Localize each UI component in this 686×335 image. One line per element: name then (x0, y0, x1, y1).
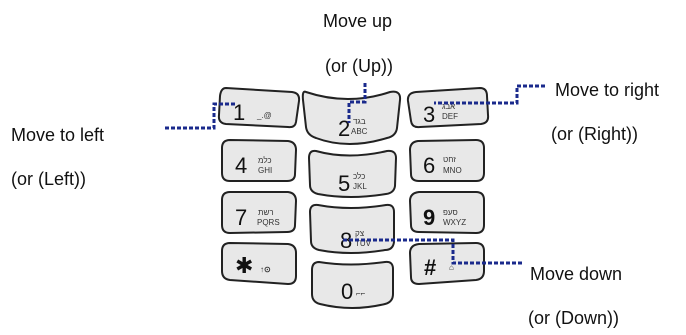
key-6-hebrew: זחט (443, 155, 456, 164)
move-left-alt-label: (or (Left)) (11, 169, 87, 189)
move-down-alt-label: (or (Down)) (528, 308, 620, 328)
key-9-letters: WXYZ (443, 218, 466, 227)
key-6-number: 6 (423, 153, 435, 178)
key-6-letters: MNO (443, 166, 462, 175)
key-7-hebrew: רשת (258, 208, 274, 217)
key-3[interactable]: 3 אבג DEF (406, 86, 490, 129)
move-down-label: Move down (530, 264, 623, 284)
key-star-letters: ↑⊙ (260, 265, 271, 274)
key-hash-letters: ⌂ (449, 263, 454, 272)
move-up-alt-label: (or (Up)) (325, 56, 393, 76)
key-7-letters: PQRS (257, 218, 280, 227)
key-star[interactable]: ✱ ↑⊙ (221, 241, 297, 286)
key-4-letters: GHI (258, 166, 272, 175)
key-2-letters: ABC (351, 127, 368, 136)
key-9-number: 9 (423, 205, 435, 230)
key-1-letters: _.@ (256, 111, 272, 120)
key-0-number: 0 (341, 279, 353, 304)
key-2-number: 2 (338, 116, 350, 141)
key-7-number: 7 (235, 205, 247, 230)
key-1[interactable]: 1 _.@ (217, 86, 301, 129)
key-7[interactable]: 7 רשת PQRS (221, 191, 298, 235)
key-star-symbol: ✱ (235, 253, 253, 278)
key-5[interactable]: 5 כלכ JKL (307, 149, 398, 198)
key-5-hebrew: כלכ (353, 172, 365, 181)
key-3-hebrew: אבג (442, 102, 455, 111)
leader-line-right (434, 84, 545, 105)
key-4-number: 4 (235, 153, 247, 178)
leader-line-left (165, 102, 236, 130)
key-hash-symbol: # (424, 255, 436, 280)
key-hash[interactable]: # ⌂ (408, 241, 485, 286)
key-5-number: 5 (338, 171, 350, 196)
leader-line-down (343, 238, 522, 265)
move-right-alt-label: (or (Right)) (551, 124, 639, 144)
leader-line-up (347, 83, 367, 123)
key-4-hebrew: כלמ (258, 156, 272, 165)
key-3-number: 3 (423, 102, 435, 127)
key-0[interactable]: 0 ⌐⌐ (311, 260, 394, 309)
move-up-label: Move up (323, 11, 393, 31)
key-9[interactable]: 9 סעפ WXYZ (408, 191, 485, 235)
key-9-hebrew: סעפ (443, 208, 458, 217)
key-8-hebrew: צק (355, 229, 365, 238)
key-5-letters: JKL (353, 182, 367, 191)
key-6[interactable]: 6 זחט MNO (408, 138, 485, 182)
move-left-label: Move to left (11, 125, 105, 145)
key-2[interactable]: 2 בגד ABC (301, 90, 402, 145)
key-4[interactable]: 4 כלמ GHI (221, 138, 298, 182)
move-right-label: Move to right (555, 80, 660, 100)
key-1-number: 1 (233, 100, 245, 125)
key-0-letters: ⌐⌐ (356, 289, 366, 298)
key-8-letters: TUV (355, 239, 372, 248)
key-3-letters: DEF (442, 112, 458, 121)
key-8[interactable]: 8 צק TUV (308, 203, 395, 254)
key-2-hebrew: בגד (353, 117, 366, 126)
